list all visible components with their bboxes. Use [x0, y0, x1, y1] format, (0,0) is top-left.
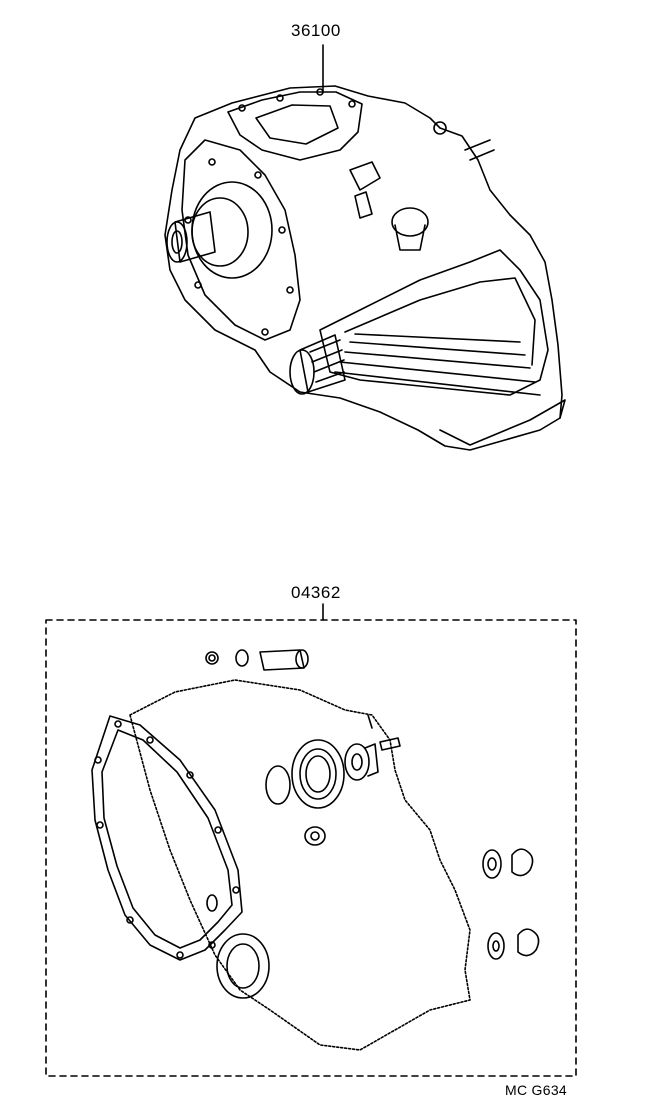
seal-right-upper: [483, 850, 501, 878]
bolt: [349, 101, 355, 107]
oil-seal-large: [292, 740, 344, 808]
switch-body: [395, 225, 425, 250]
oil-seal-bore: [306, 756, 330, 792]
seal-small-bore: [311, 832, 319, 840]
gasket-bolt-hole: [115, 721, 121, 727]
bolt: [287, 287, 293, 293]
gasket-bolt-hole: [215, 827, 221, 833]
front-output-shaft-end: [167, 222, 187, 262]
gasket-bolt-hole: [177, 952, 183, 958]
output-housing-inner: [192, 198, 248, 266]
housing-ghost-outline: [130, 680, 470, 1050]
rear-boss: [434, 122, 446, 134]
washer-hole: [209, 655, 215, 661]
kit-boundary: [46, 620, 576, 1076]
drain-plug-body: [365, 744, 378, 776]
bolt: [262, 329, 268, 335]
plug-end: [296, 650, 308, 668]
switch-housing: [392, 208, 428, 236]
plug-cap-upper: [512, 849, 533, 875]
plug-cap-lower: [518, 929, 539, 955]
bolt: [185, 217, 191, 223]
oil-seal-rear: [217, 934, 269, 998]
seal-right-lower: [488, 933, 504, 959]
stud: [465, 140, 490, 150]
gasket-bolt-hole: [127, 917, 133, 923]
shaft-bore: [172, 231, 182, 253]
dowel-pin: [380, 738, 400, 750]
rib: [355, 334, 520, 342]
extension-rib: [345, 278, 535, 365]
shift-boss: [350, 162, 380, 190]
drain-plug-hex: [352, 754, 362, 770]
spline: [312, 350, 342, 362]
bolt: [279, 227, 285, 233]
bolt: [277, 95, 283, 101]
spline: [314, 360, 344, 372]
spline: [316, 372, 344, 382]
seal-bore: [493, 941, 499, 951]
case-gasket: [92, 716, 242, 960]
case-gasket-inner: [102, 730, 232, 948]
bolt: [317, 89, 323, 95]
bolt: [195, 282, 201, 288]
stud: [368, 715, 372, 728]
gasket-kit-illustration: [46, 604, 576, 1076]
o-ring-large: [266, 766, 290, 804]
bolt: [209, 159, 215, 165]
oil-pan-edge: [440, 400, 565, 445]
bolt: [239, 105, 245, 111]
gasket-port: [207, 895, 217, 911]
o-ring: [236, 650, 248, 666]
seal-small: [305, 827, 325, 845]
drain-plug: [345, 744, 369, 780]
gasket-bolt-hole: [95, 757, 101, 763]
top-cover: [228, 92, 362, 160]
gasket-bolt-hole: [187, 772, 193, 778]
seal-bore: [488, 858, 496, 870]
oil-seal-rear-inner: [227, 944, 259, 988]
bolt: [255, 172, 261, 178]
rib: [345, 352, 530, 368]
transfer-case-body: [165, 86, 562, 450]
transfer-assembly-illustration: [165, 45, 565, 450]
rib: [350, 342, 525, 355]
spline: [310, 340, 340, 352]
front-flange: [182, 140, 300, 340]
part-callout-36100[interactable]: 36100: [291, 21, 341, 40]
stud: [470, 150, 494, 160]
top-cover-opening: [256, 105, 338, 144]
gasket-bolt-hole: [97, 822, 103, 828]
rear-extension: [320, 250, 548, 395]
rib: [340, 362, 535, 382]
gasket-bolt-hole: [209, 942, 215, 948]
front-output-shaft: [175, 212, 215, 262]
washer: [206, 652, 218, 664]
part-callout-04362[interactable]: 04362: [291, 583, 341, 602]
gasket-bolt-hole: [233, 887, 239, 893]
input-shaft: [300, 335, 345, 392]
figure-code: MC G634: [505, 1082, 568, 1098]
oil-seal-lip: [300, 749, 336, 799]
gasket-bolt-hole: [147, 737, 153, 743]
breather-plug: [355, 192, 372, 218]
rib: [335, 372, 540, 395]
